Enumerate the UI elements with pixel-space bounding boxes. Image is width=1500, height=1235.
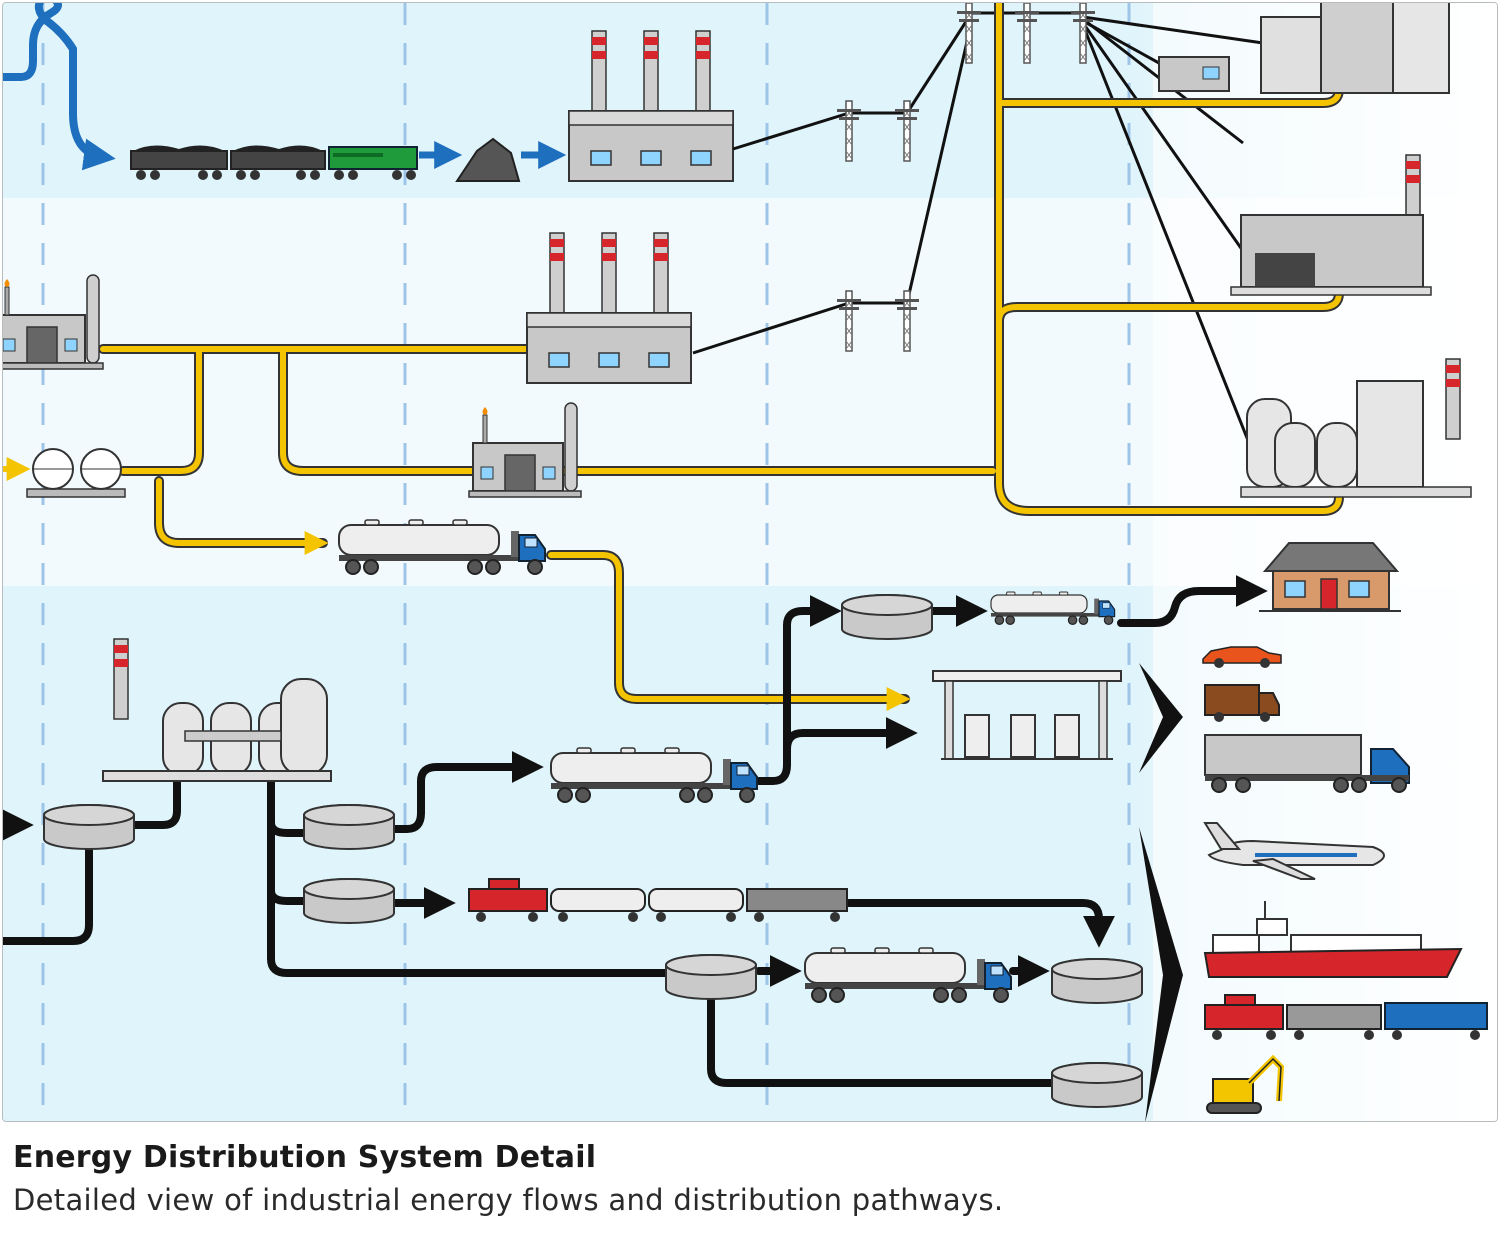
oil-storage-tank-icon: [43, 804, 135, 850]
stage-dividers: [41, 3, 1131, 1121]
oil-storage-tank-icon: [841, 594, 933, 640]
diagram-frame: [2, 2, 1498, 1122]
freight-train-icon: [1204, 994, 1488, 1040]
gas-storage-tank-icon: [26, 448, 126, 498]
oil-storage-tank-icon: [303, 804, 395, 850]
end-use-chevron: [1139, 827, 1183, 1121]
oil-storage-tank-icon: [1051, 958, 1143, 1004]
power-plant-icon: [527, 233, 691, 383]
electric-lines: [692, 11, 1264, 444]
substation-icon: [1158, 56, 1230, 92]
gas-pipelines: [3, 3, 1344, 711]
semi-truck-icon: [1204, 734, 1410, 793]
oil-storage-tank-icon: [1051, 1062, 1143, 1108]
house-icon: [1259, 542, 1401, 612]
industrial-plant-icon: [1230, 154, 1432, 296]
power-plant-icon: [569, 31, 733, 181]
oil-pipelines: [3, 575, 1268, 1087]
caption-title: Energy Distribution System Detail: [13, 1140, 597, 1175]
oil-storage-tank-icon: [665, 954, 757, 1000]
chemical-plant-icon: [1240, 358, 1472, 498]
gas-station-icon: [932, 670, 1122, 760]
river-icon: [3, 3, 116, 171]
tank-train-icon: [468, 878, 848, 922]
oil-storage-tank-icon: [303, 878, 395, 924]
commercial-building-icon: [1260, 3, 1450, 94]
ship-icon: [1203, 901, 1463, 978]
coal-pile-icon: [455, 137, 521, 182]
oil-refinery-icon: [102, 638, 332, 782]
end-use-chevron: [1139, 663, 1183, 773]
airplane-icon: [1203, 822, 1385, 880]
coal-train-icon: [130, 145, 418, 180]
energy-flow-diagram: [3, 3, 1497, 1121]
excavator-icon: [1206, 1054, 1285, 1114]
caption-subtitle: Detailed view of industrial energy flows…: [13, 1183, 1004, 1217]
van-icon: [1204, 684, 1280, 722]
